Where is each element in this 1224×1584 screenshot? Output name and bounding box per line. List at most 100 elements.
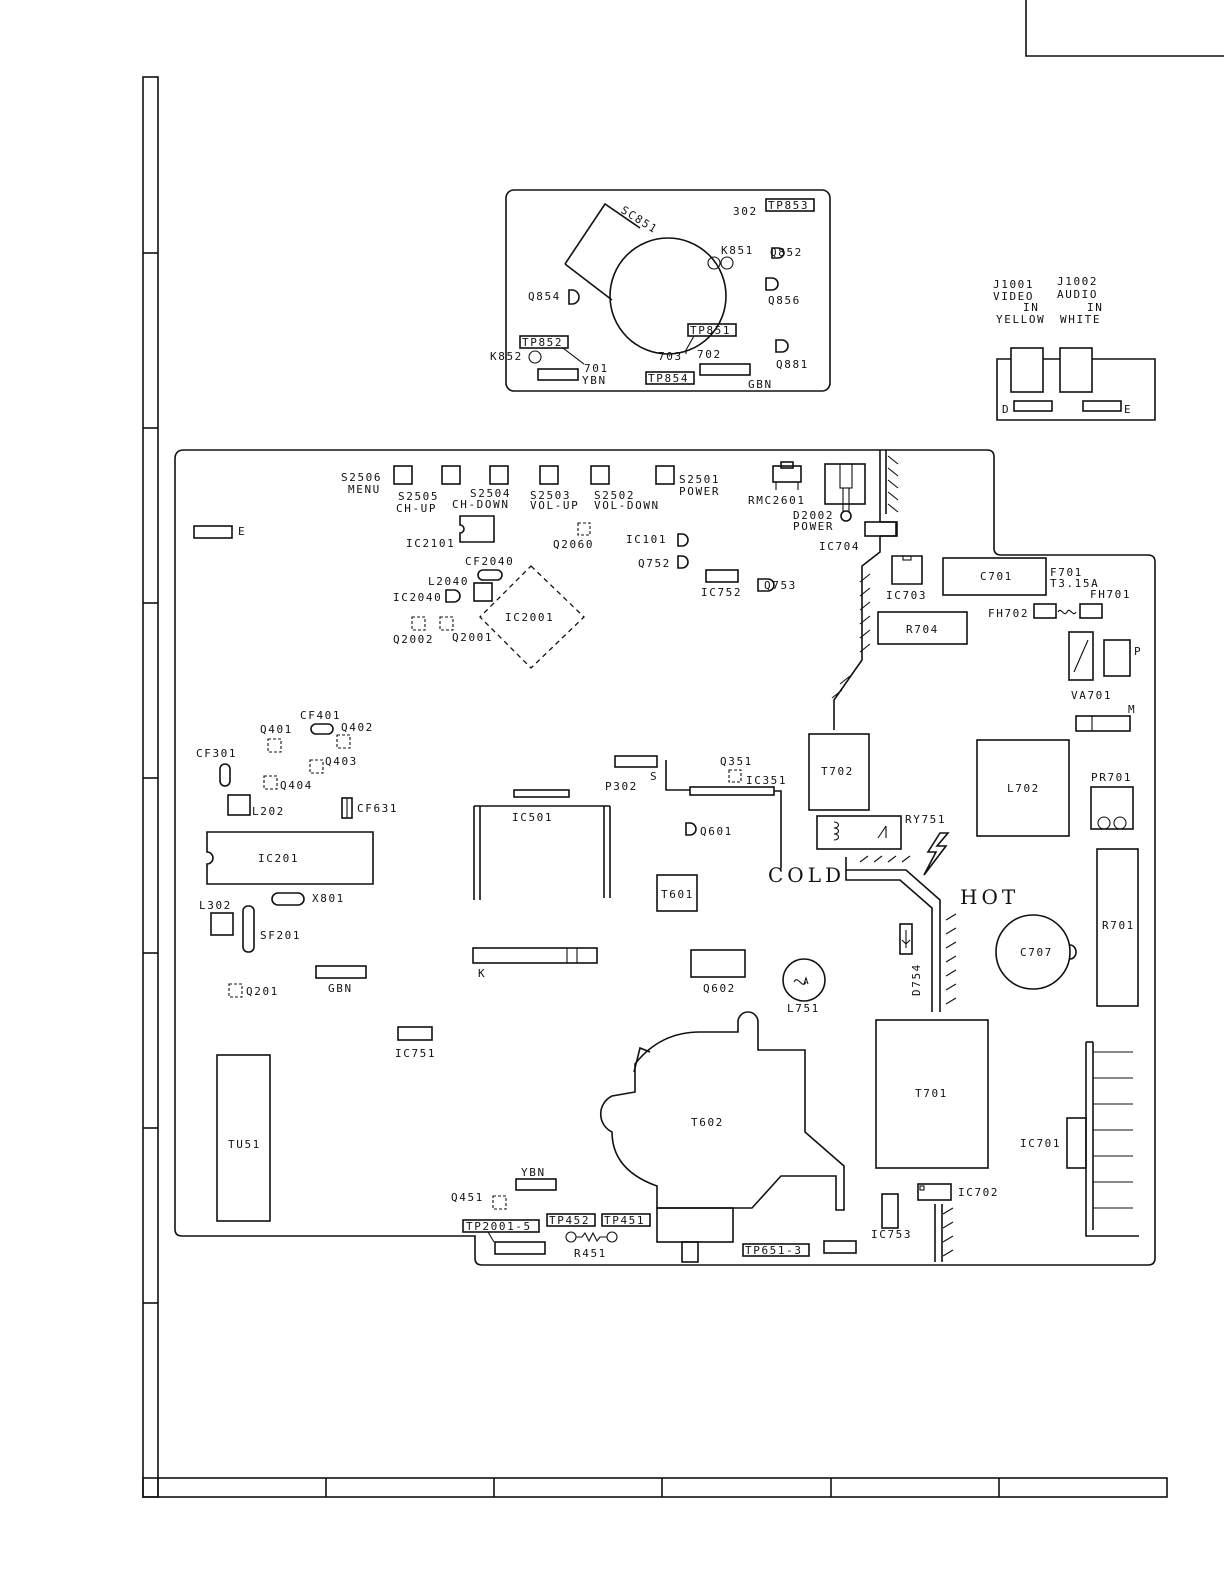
r704-label: R704	[906, 623, 939, 636]
audio-label: AUDIO	[1057, 288, 1098, 301]
main-components: E IC2101 Q2060 IC101 Q752 IC704 CF2040 L…	[193, 515, 1142, 1263]
l2040-label: L2040	[428, 575, 469, 588]
c707-label: C707	[1020, 946, 1053, 959]
ic2101-label: IC2101	[406, 537, 455, 550]
ic704-label: IC704	[819, 540, 860, 553]
av-input-board: J1001 VIDEO IN YELLOW J1002 AUDIO IN WHI…	[993, 275, 1156, 421]
j703-label: 703	[658, 350, 683, 363]
j702-label: 702	[697, 348, 722, 361]
yellow-label: YELLOW	[996, 313, 1045, 326]
tp451-label: TP451	[604, 1214, 645, 1227]
j701-label: 701	[584, 362, 609, 375]
power1-label: POWER	[679, 485, 720, 498]
j1002-label: J1002	[1057, 275, 1098, 288]
cold-label: COLD	[768, 863, 845, 887]
ic752-label: IC752	[701, 586, 742, 599]
ic2001-label: IC2001	[505, 611, 554, 624]
tp852-label: TP852	[522, 336, 563, 349]
p-label: P	[1134, 645, 1142, 658]
page-frame	[142, 0, 1224, 1498]
s-label: S	[650, 770, 658, 783]
q601-label: Q601	[700, 825, 733, 838]
ic702-label: IC702	[958, 1186, 999, 1199]
r451-label: R451	[574, 1247, 607, 1260]
tp2001-5-label: TP2001-5	[466, 1220, 532, 1233]
t702-label: T702	[821, 765, 854, 778]
sc851-label: SC851	[618, 204, 660, 237]
tp853-label: TP853	[768, 199, 809, 212]
q404-label: Q404	[280, 779, 313, 792]
q351-label: Q351	[720, 755, 753, 768]
isolation-boundary: COLD HOT	[768, 450, 1019, 1262]
q2002-label: Q2002	[393, 633, 434, 646]
hot-label: HOT	[960, 885, 1019, 909]
q881-label: Q881	[776, 358, 809, 371]
c701-label: C701	[980, 570, 1013, 583]
fh702-label: FH702	[988, 607, 1029, 620]
j302-label: 302	[733, 205, 758, 218]
ic101-label: IC101	[626, 533, 667, 546]
ic351-label: IC351	[746, 774, 787, 787]
remote-sensor-area: RMC2601 D2002 POWER	[748, 461, 898, 537]
l302-label: L302	[199, 899, 232, 912]
ry751-label: RY751	[905, 813, 946, 826]
e-label: E	[1124, 403, 1132, 416]
in1-label: IN	[1023, 301, 1039, 314]
k-label: K	[478, 967, 486, 980]
ybn-label: YBN	[582, 374, 607, 387]
q201-label: Q201	[246, 985, 279, 998]
tu51-label: TU51	[228, 1138, 261, 1151]
q402-label: Q402	[341, 721, 374, 734]
tp651-3-label: TP651-3	[745, 1244, 803, 1257]
j1001-label: J1001	[993, 278, 1034, 291]
r701-label: R701	[1102, 919, 1135, 932]
l202-label: L202	[252, 805, 285, 818]
cf401-label: CF401	[300, 709, 341, 722]
s2505-label: S2505	[398, 490, 439, 503]
vol-down-label: VOL-DOWN	[594, 499, 660, 512]
tp854-label: TP854	[648, 372, 689, 385]
power2-label: POWER	[793, 520, 834, 533]
m-label: M	[1128, 703, 1136, 716]
vol-up-label: VOL-UP	[530, 499, 579, 512]
s2501-label: S2501	[679, 473, 720, 486]
va701-label: VA701	[1071, 689, 1112, 702]
in2-label: IN	[1087, 301, 1103, 314]
l751-label: L751	[787, 1002, 820, 1015]
ic701-label: IC701	[1020, 1137, 1061, 1150]
s2504-label: S2504	[470, 487, 511, 500]
q602-label: Q602	[703, 982, 736, 995]
white-label: WHITE	[1060, 313, 1101, 326]
ic753-label: IC753	[871, 1228, 912, 1241]
ic751-label: IC751	[395, 1047, 436, 1060]
controls-board: SC851 302 TP853 K851 Q852 Q854 Q856 TP85…	[490, 189, 831, 392]
q753-label: Q753	[764, 579, 797, 592]
ic703-label: IC703	[886, 589, 927, 602]
ch-down-label: CH-DOWN	[452, 498, 510, 511]
t315a-label: T3.15A	[1050, 577, 1099, 590]
p302-label: P302	[605, 780, 638, 793]
q2060-label: Q2060	[553, 538, 594, 551]
q852-label: Q852	[770, 246, 803, 259]
gbn-main-label: GBN	[328, 982, 353, 995]
d754-label: D754	[910, 963, 923, 996]
q854-label: Q854	[528, 290, 561, 303]
d-label: D	[1002, 403, 1010, 416]
t701-label: T701	[915, 1087, 948, 1100]
x801-label: X801	[312, 892, 345, 905]
fh701-label: FH701	[1090, 588, 1131, 601]
pr701-label: PR701	[1091, 771, 1132, 784]
front-switches: S2506 MENU S2505 CH-UP S2504 CH-DOWN S25…	[341, 465, 720, 515]
e-conn-label: E	[238, 525, 246, 538]
sf201-label: SF201	[260, 929, 301, 942]
q451-label: Q451	[451, 1191, 484, 1204]
s2502-label: S2502	[594, 489, 635, 502]
q403-label: Q403	[325, 755, 358, 768]
ic501-label: IC501	[512, 811, 553, 824]
tp851-label: TP851	[690, 324, 731, 337]
s2503-label: S2503	[530, 489, 571, 502]
s2506-label: S2506	[341, 471, 382, 484]
t602-label: T602	[691, 1116, 724, 1129]
rmc2601-label: RMC2601	[748, 494, 806, 507]
